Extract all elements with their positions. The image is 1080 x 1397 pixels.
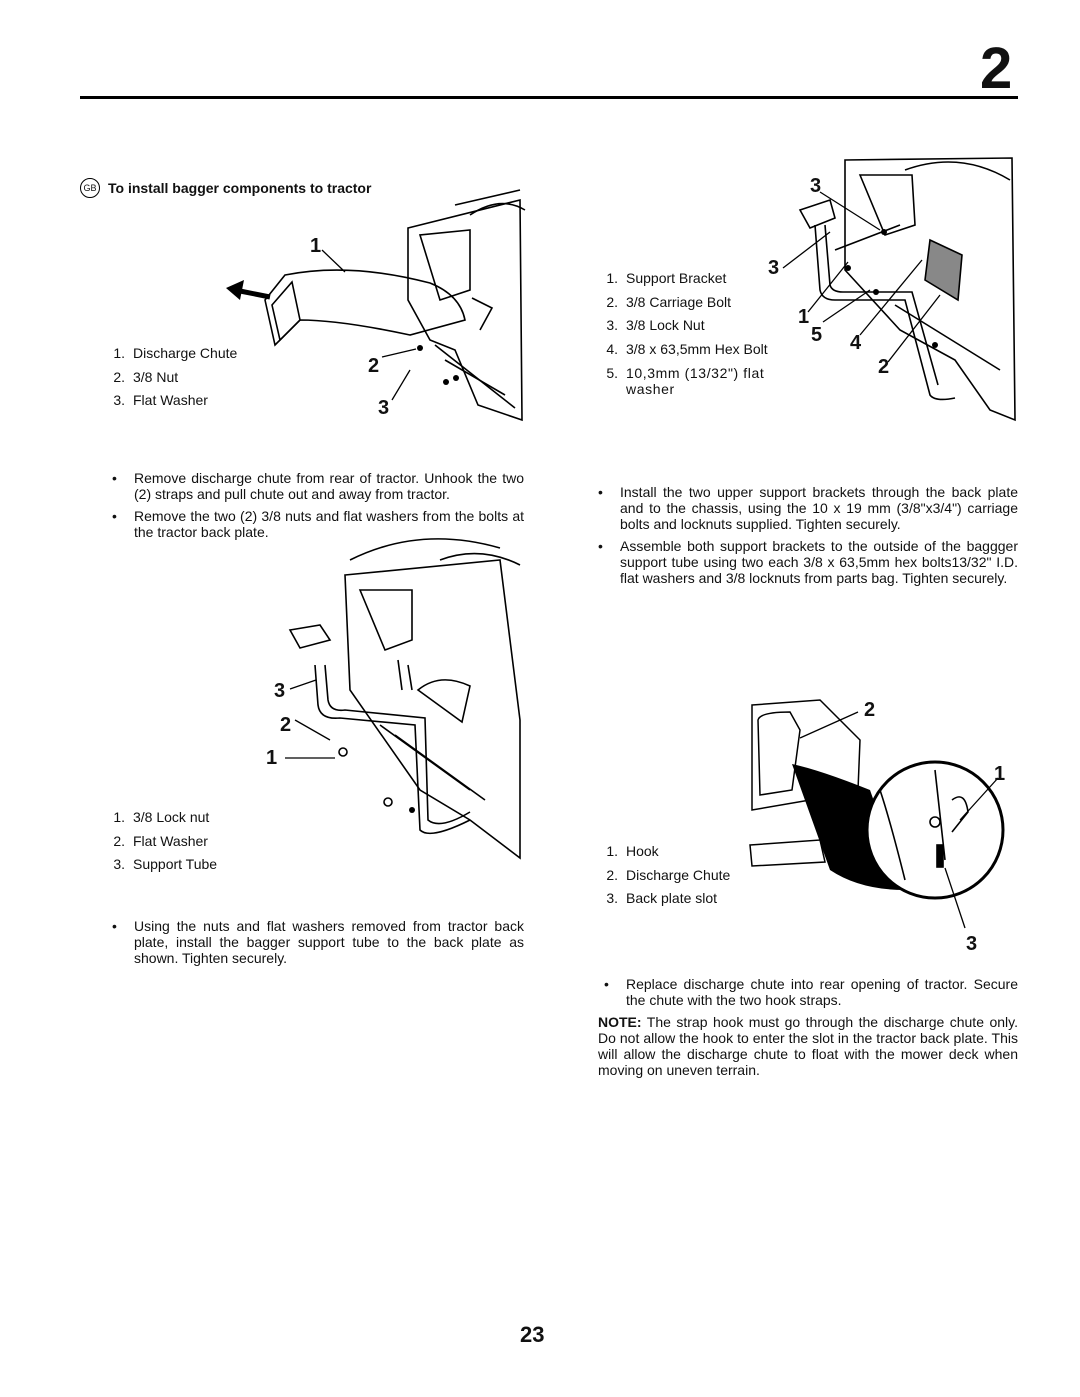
figure3-parts-list: 1.3/8 Lock nut 2.Flat Washer 3.Support T… [97,806,217,877]
right-instructions-1: Install the two upper support brackets t… [592,484,1018,592]
fig3-callout-1: 1 [266,747,278,769]
parts-item: 2.Flat Washer [113,832,208,849]
fig3-callout-3: 3 [274,680,286,702]
fig4-callout-3: 3 [966,933,978,955]
section-heading: GB To install bagger components to tract… [80,178,371,198]
instruction-item: Assemble both support brackets to the ou… [592,538,1018,586]
language-badge: GB [80,178,100,198]
parts-item: 1.Discharge Chute [113,345,238,361]
fig3-callout-2: 2 [280,714,292,736]
chapter-number: 2 [980,36,1013,101]
instruction-item: Remove the two (2) 3/8 nuts and flat was… [106,508,524,540]
instruction-item: Install the two upper support brackets t… [592,484,1018,532]
figure2-parts-list: 1.Support Bracket 2.3/8 Carriage Bolt 3.… [590,267,780,397]
parts-item: 3.3/8 Lock Nut [606,317,705,333]
parts-item: 1.Hook [606,843,659,859]
fig2-callout-1: 1 [798,306,810,328]
fig4-callout-1: 1 [994,763,1006,785]
parts-item: 2.3/8 Carriage Bolt [606,293,732,310]
parts-item: 1.3/8 Lock nut [113,809,210,825]
note-label: NOTE: [598,1014,642,1030]
fig1-callout-1: 1 [310,235,322,257]
fig1-callout-3: 3 [378,397,390,419]
removal-arrow-icon [226,280,271,300]
figure4-parts-list: 1.Hook 2.Discharge Chute 3.Back plate sl… [590,840,730,911]
parts-item: 3.Support Tube [113,856,218,872]
parts-item: 2.3/8 Nut [113,368,179,385]
left-instructions-2: Using the nuts and flat washers removed … [106,918,524,972]
fig1-callout-2: 2 [368,355,380,377]
instruction-item: Replace discharge chute into rear openin… [598,976,1018,1008]
section-title: To install bagger components to tractor [108,180,372,196]
fig2-callout-3a: 3 [810,175,822,197]
right-instructions-2: Replace discharge chute into rear openin… [598,976,1018,1014]
fig2-callout-2: 2 [878,356,890,378]
note-text: The strap hook must go through the disch… [598,1014,1018,1078]
page-number: 23 [520,1322,545,1347]
instruction-item: Using the nuts and flat washers removed … [106,918,524,966]
left-instructions-1: Remove discharge chute from rear of trac… [106,470,524,546]
parts-item: 3.Back plate slot [606,890,718,906]
fig2-callout-4: 4 [850,332,862,354]
instruction-item: Remove discharge chute from rear of trac… [106,470,524,502]
fig2-callout-5: 5 [811,324,823,346]
parts-item: 4.3/8 x 63,5mm Hex Bolt [606,340,768,357]
figure1-parts-list: 1.Discharge Chute 2.3/8 Nut 3.Flat Washe… [97,342,237,413]
parts-item: 5. 10,3mm (13/32") flat washer [606,365,765,397]
header-rule [80,96,1018,99]
fig2-callout-3b: 3 [768,257,780,279]
parts-item: 2.Discharge Chute [606,866,731,883]
parts-item: 3.Flat Washer [113,392,208,408]
note-paragraph: NOTE: The strap hook must go through the… [598,1014,1018,1078]
fig4-callout-2: 2 [864,699,876,721]
parts-item: 1.Support Bracket [606,270,727,286]
